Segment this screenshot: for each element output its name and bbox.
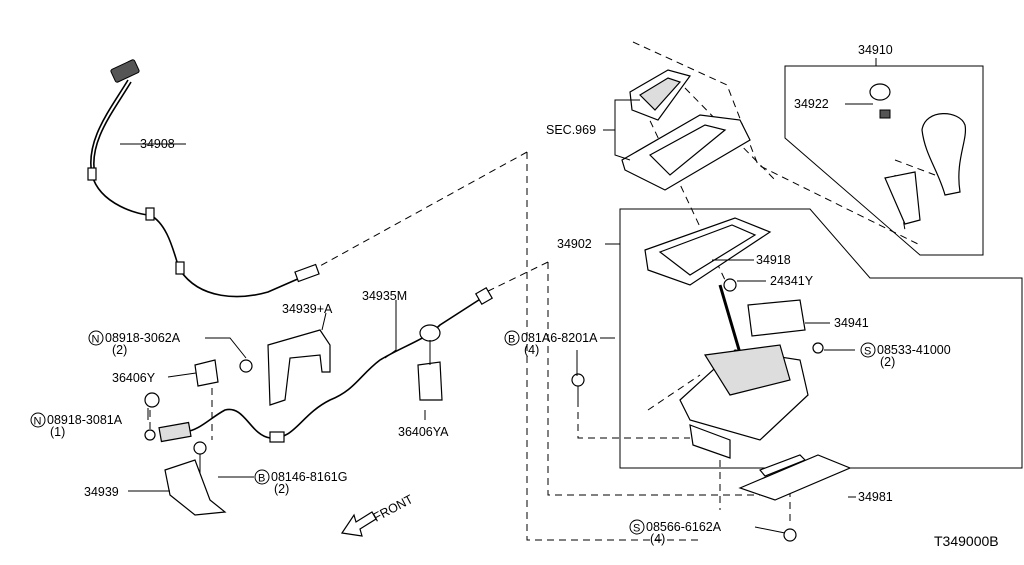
part-34908-cable xyxy=(87,59,320,298)
label-08918-3081a: 08918-3081A xyxy=(47,413,123,427)
marker-s-08533-41000: S xyxy=(860,342,876,358)
marker-letter: N xyxy=(34,416,42,428)
label-36406ya: 36406YA xyxy=(398,425,449,439)
label-24341y: 24341Y xyxy=(770,274,814,288)
indicator-plate xyxy=(644,217,772,286)
label-34910: 34910 xyxy=(858,43,893,57)
label-front: FRONT xyxy=(371,492,416,525)
part-34981-plate xyxy=(738,454,852,542)
label-34935m: 34935M xyxy=(362,289,407,303)
label-08918-3062a-qty: (2) xyxy=(112,343,127,357)
label-34939a: 34939+A xyxy=(282,302,333,316)
label-08146-8161g-qty: (2) xyxy=(274,482,289,496)
part-36406y-clip xyxy=(194,359,219,387)
shifter-assembly xyxy=(571,278,824,459)
control-assembly-frame xyxy=(619,208,1023,469)
knob-detail-frame xyxy=(784,65,984,256)
marker-letter: S xyxy=(633,523,640,535)
marker-b-08146-8161g: B xyxy=(254,469,270,485)
part-34939a-bracket xyxy=(267,329,331,406)
front-arrow-icon xyxy=(340,511,377,537)
label-34902: 34902 xyxy=(557,237,592,251)
label-36406y: 36406Y xyxy=(112,371,156,385)
marker-letter: S xyxy=(864,346,871,358)
label-34981: 34981 xyxy=(858,490,893,504)
label-08533-41000: 08533-41000 xyxy=(877,343,951,357)
label-34908: 34908 xyxy=(140,137,175,151)
label-08918-3062a: 08918-3062A xyxy=(105,331,181,345)
marker-n-08918-3081a: N xyxy=(30,412,46,428)
label-081a6-8201a-qty: (4) xyxy=(524,343,539,357)
label-34939: 34939 xyxy=(84,485,119,499)
shift-knob xyxy=(869,83,967,225)
part-34935m-cable xyxy=(144,286,494,443)
label-sec-969: SEC.969 xyxy=(546,123,596,137)
marker-n-08918-3062a: N xyxy=(88,330,104,346)
marker-letter: N xyxy=(92,334,100,346)
marker-letter: B xyxy=(508,334,515,346)
label-34918: 34918 xyxy=(756,253,791,267)
part-36406ya-clip xyxy=(417,340,443,401)
label-08533-41000-qty: (2) xyxy=(880,355,895,369)
drawing-code: T349000B xyxy=(934,533,999,549)
marker-s-08566-6162a: S xyxy=(629,519,645,535)
label-08146-8161g: 08146-8161G xyxy=(271,470,347,484)
part-34939-bracket xyxy=(164,441,227,516)
label-08566-6162a-qty: (4) xyxy=(650,532,665,546)
console-finisher xyxy=(621,69,751,191)
label-34922: 34922 xyxy=(794,97,829,111)
nut-parts xyxy=(144,359,253,408)
marker-letter: B xyxy=(258,473,265,485)
label-08566-6162a: 08566-6162A xyxy=(646,520,722,534)
label-08918-3081a-qty: (1) xyxy=(50,425,65,439)
label-081a6-8201a: 081A6-8201A xyxy=(521,331,598,345)
marker-b-081a6-8201a: B xyxy=(504,330,520,346)
label-34941: 34941 xyxy=(834,316,869,330)
leader-lines xyxy=(120,58,877,534)
